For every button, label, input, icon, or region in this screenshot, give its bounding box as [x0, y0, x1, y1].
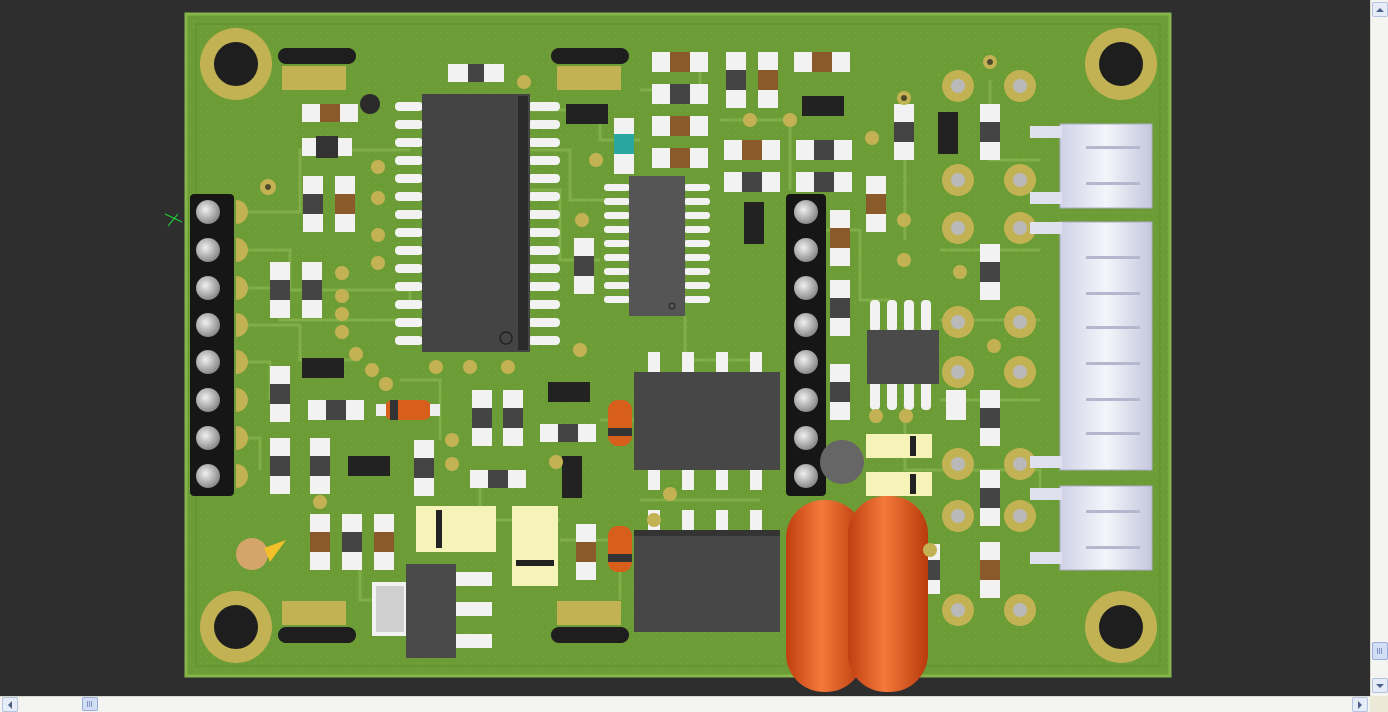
arrow-right-icon — [1358, 700, 1362, 709]
arrow-up-icon — [1376, 7, 1384, 12]
led — [236, 538, 286, 570]
pcb-board-render — [164, 12, 1172, 692]
pcb-3d-viewport[interactable] — [0, 0, 1370, 696]
power-module-2 — [634, 510, 780, 632]
through-hole-pads — [942, 70, 1036, 626]
vertical-scrollbar[interactable] — [1370, 0, 1388, 696]
origin-axis-icon — [164, 213, 183, 227]
horizontal-scrollbar[interactable] — [0, 696, 1370, 712]
arrow-down-icon — [1376, 683, 1384, 688]
mounting-holes — [200, 28, 1157, 663]
scrollbar-corner — [1370, 696, 1388, 712]
electrolytic-capacitor — [820, 440, 864, 484]
middle-pin-header — [786, 194, 826, 496]
glass-diodes — [376, 400, 632, 572]
terminal-connectors — [1030, 123, 1153, 571]
soic-ic-center — [604, 176, 710, 316]
scroll-up-button[interactable] — [1372, 2, 1388, 17]
scroll-right-button[interactable] — [1352, 697, 1368, 712]
scroll-left-button[interactable] — [2, 697, 18, 712]
vias — [260, 55, 1001, 557]
sot-transistors — [302, 96, 958, 498]
small-8pin-ic — [867, 300, 939, 410]
smd-passives — [270, 52, 1000, 598]
vertical-scroll-thumb[interactable] — [1372, 642, 1388, 660]
board-slots — [278, 48, 629, 643]
scroll-down-button[interactable] — [1372, 678, 1388, 693]
film-capacitors — [786, 496, 928, 692]
arrow-left-icon — [8, 700, 12, 709]
voltage-regulator — [372, 564, 492, 658]
left-pin-header — [190, 194, 248, 496]
power-module-1 — [634, 352, 780, 490]
horizontal-scroll-thumb[interactable] — [82, 697, 98, 711]
smd-diodes — [416, 434, 932, 586]
main-microcontroller-ic — [395, 94, 560, 352]
